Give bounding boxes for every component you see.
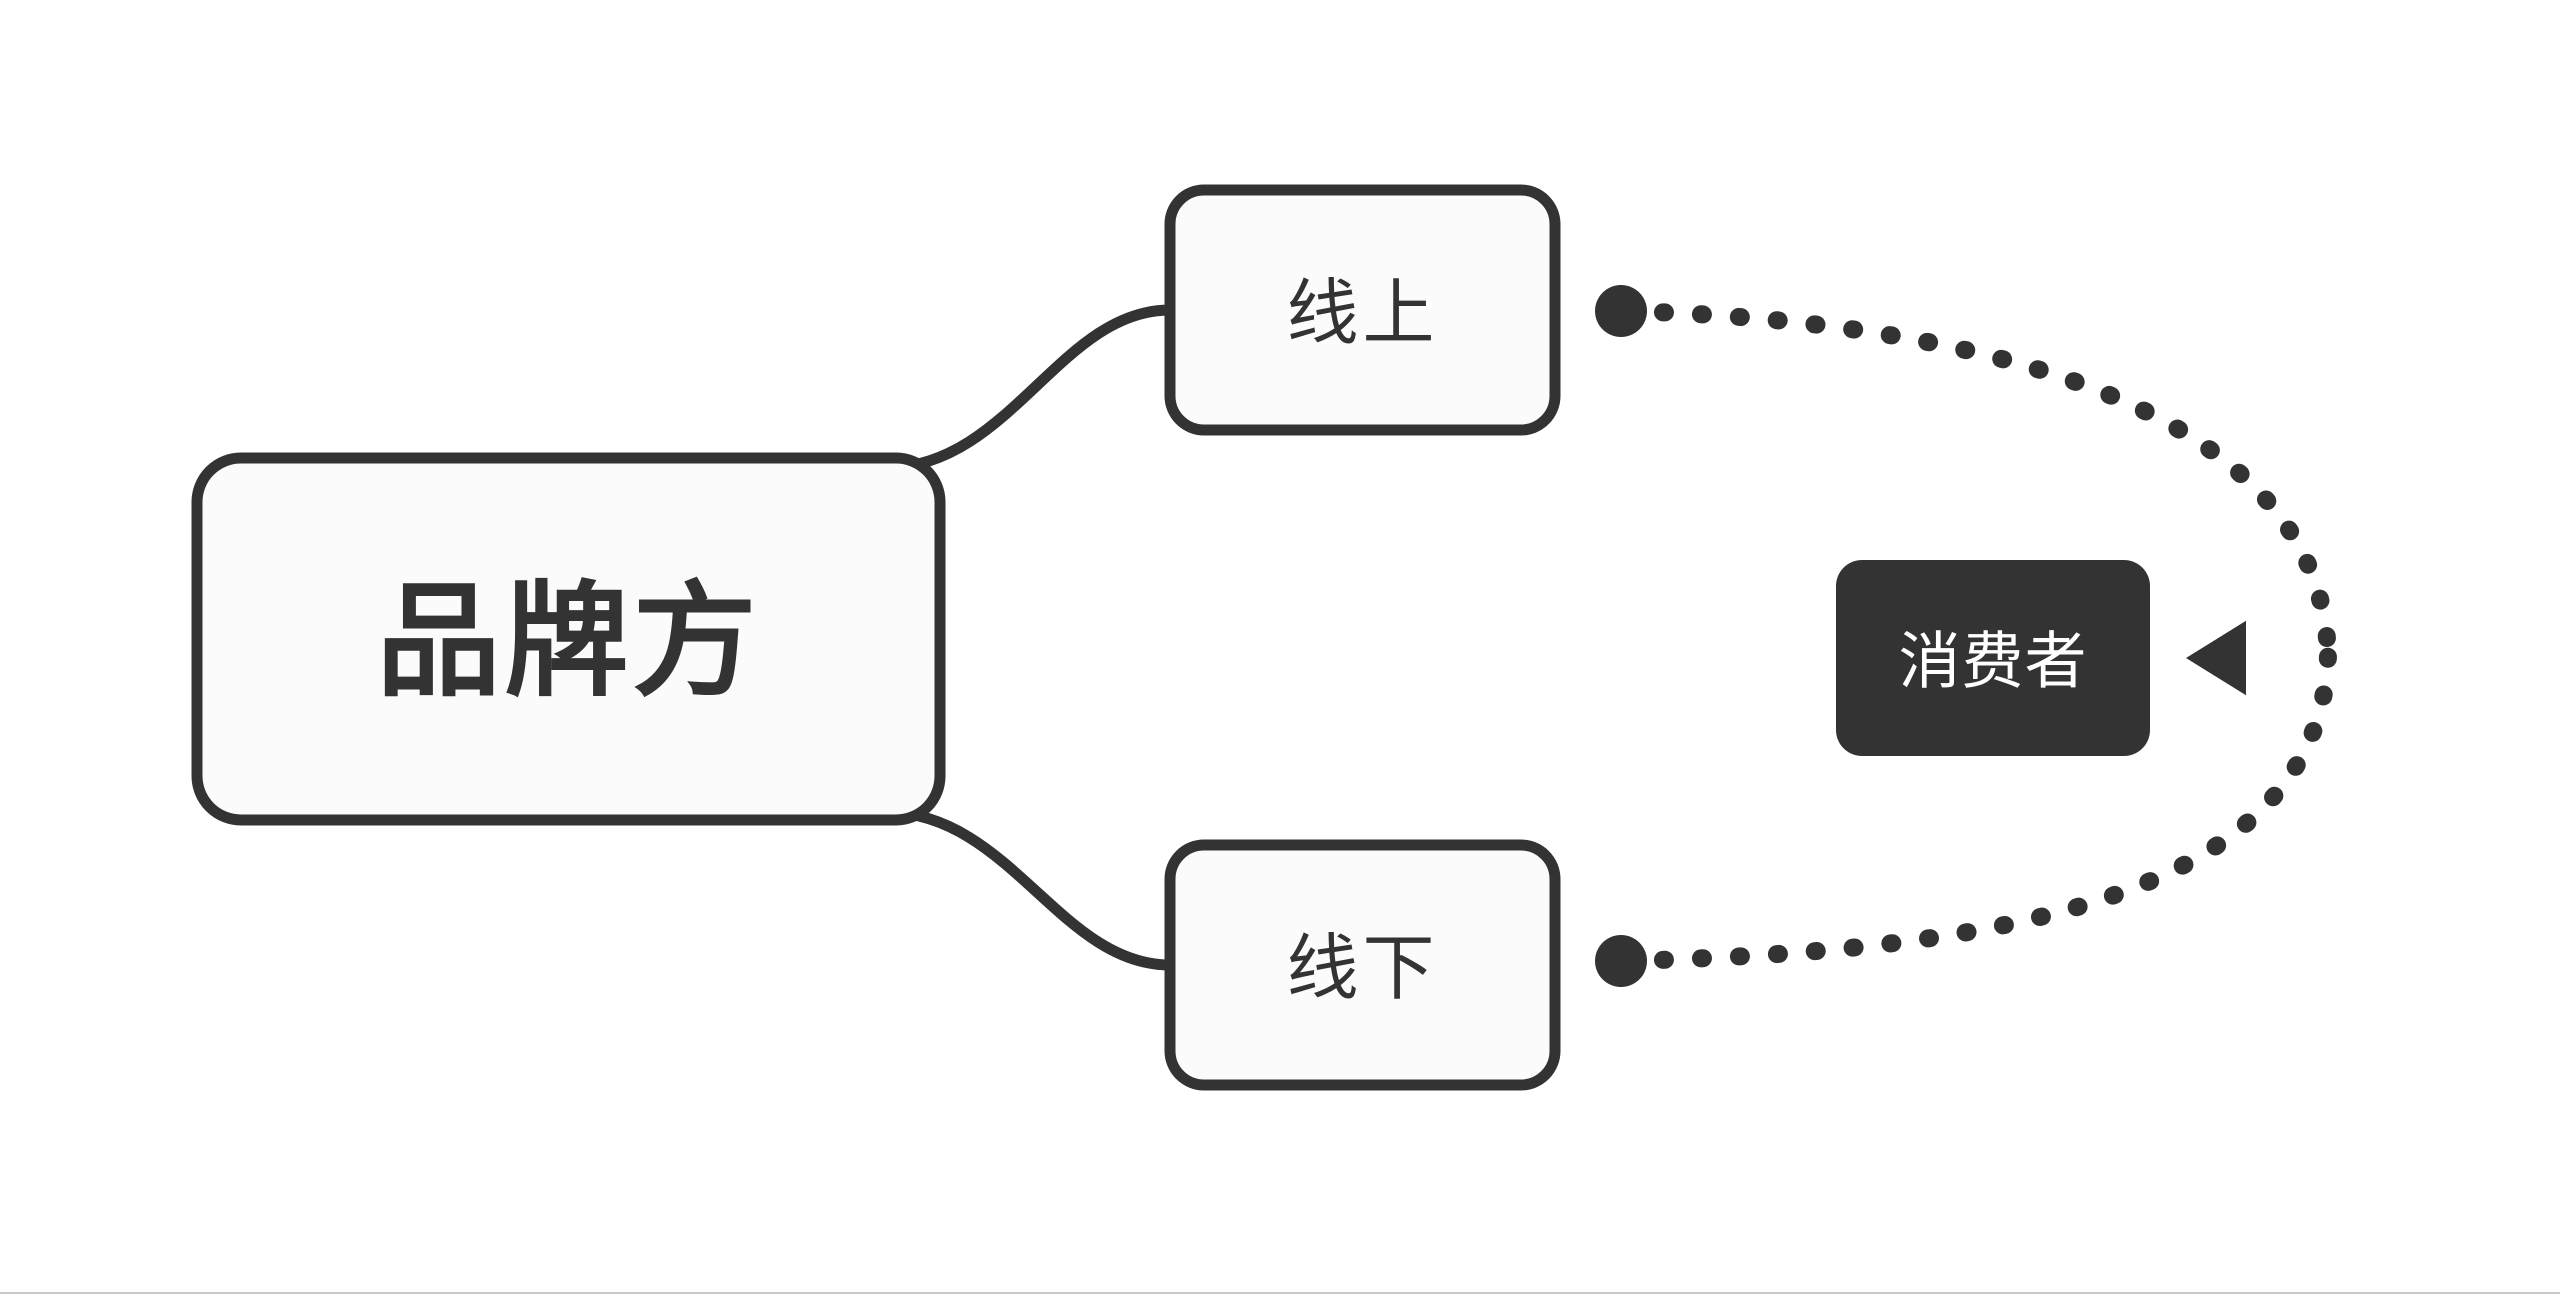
- node-brand[interactable]: 品牌方: [191, 452, 946, 826]
- arrow-head-icon: [2186, 620, 2246, 696]
- node-online-shape[interactable]: [1164, 184, 1561, 436]
- edge-offline-to-consumer: [1616, 646, 2337, 970]
- edge-online-to-consumer: [1616, 302, 2337, 664]
- node-brand-shape[interactable]: [191, 452, 946, 826]
- edge-start-dot-offline-icon: [1595, 935, 1647, 987]
- node-online[interactable]: 线上: [1164, 184, 1561, 436]
- node-consumer[interactable]: 消费者: [1836, 560, 2150, 756]
- node-consumer-shape[interactable]: [1836, 560, 2150, 756]
- edge-start-dot-online-icon: [1595, 285, 1647, 337]
- edge-brand-to-online: [879, 304, 1176, 474]
- node-offline-shape[interactable]: [1164, 839, 1561, 1091]
- edge-brand-to-offline: [879, 806, 1176, 971]
- edge-layer: [879, 302, 2337, 971]
- node-offline[interactable]: 线下: [1164, 839, 1561, 1091]
- marker-layer: [1595, 285, 2246, 987]
- bottom-divider: [0, 1292, 2560, 1294]
